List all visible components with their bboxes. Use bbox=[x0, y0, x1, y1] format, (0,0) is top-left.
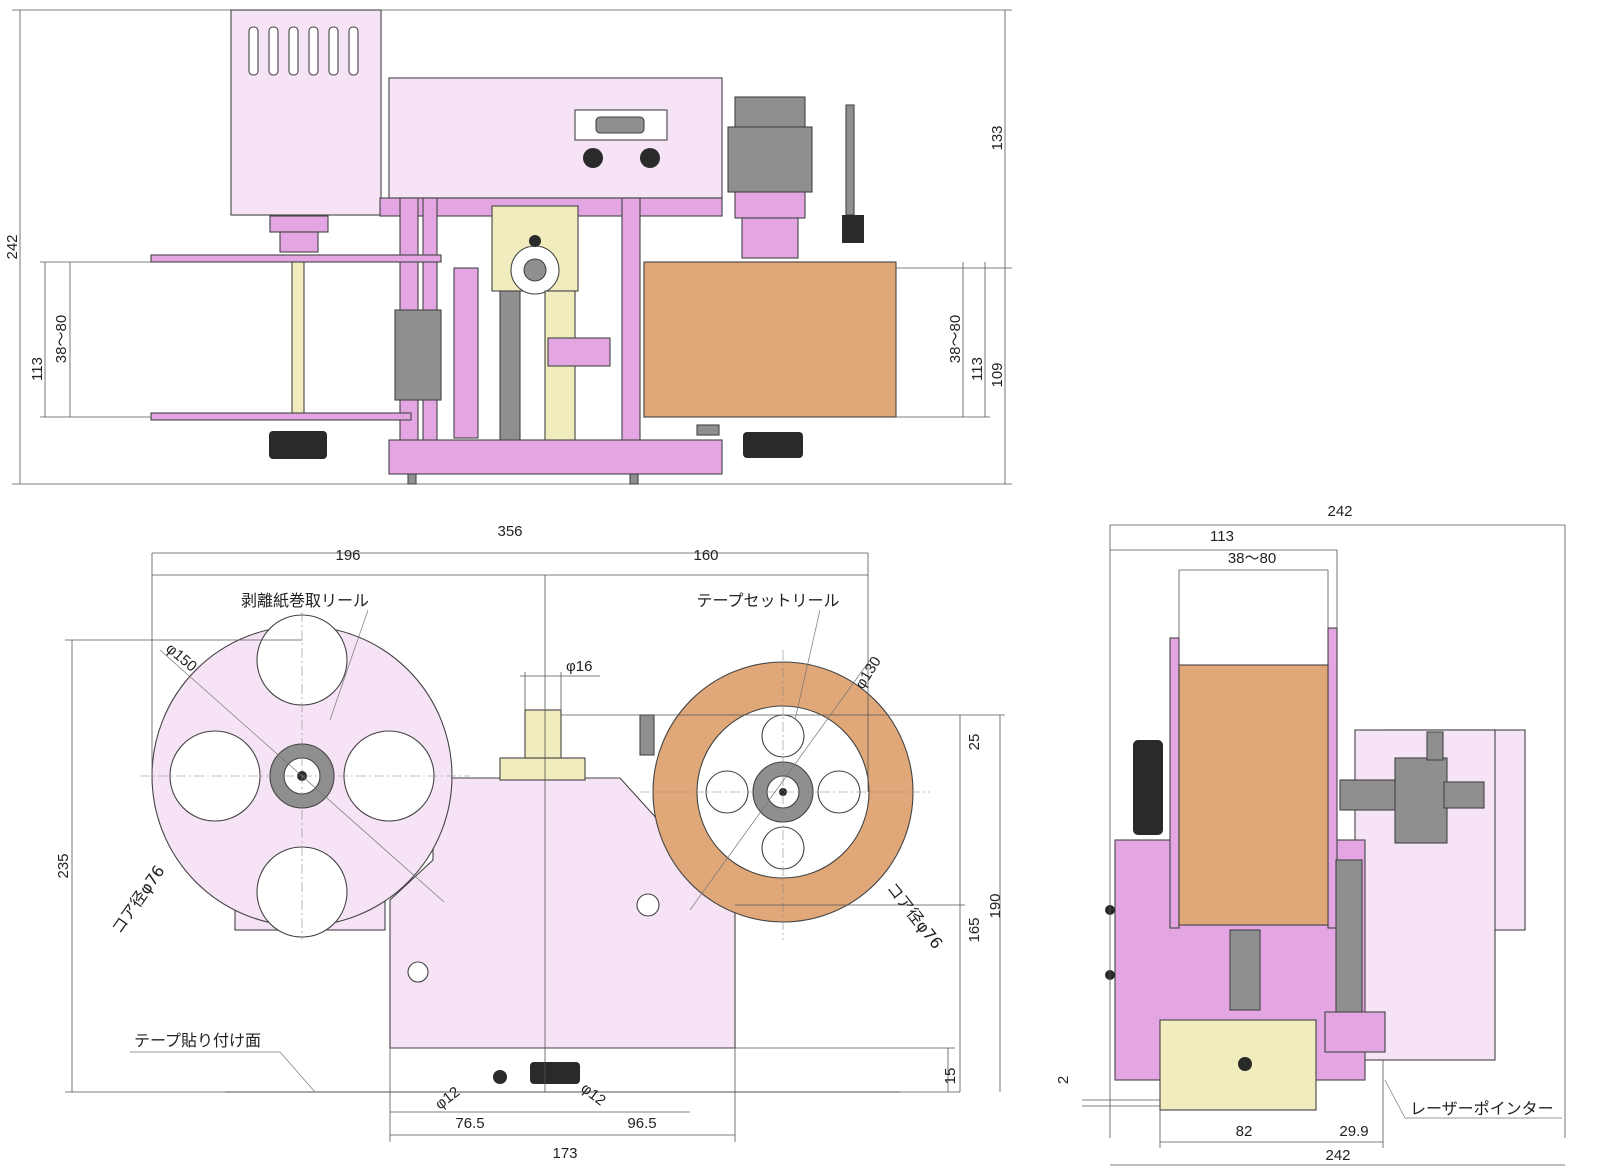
tape-set-reel bbox=[640, 650, 930, 940]
dim-front-173: 173 bbox=[552, 1145, 577, 1162]
tape-roll bbox=[643, 261, 897, 418]
dim-front-235: 235 bbox=[55, 853, 72, 878]
reel-shaft bbox=[291, 261, 305, 414]
dim-front-15: 15 bbox=[942, 1068, 959, 1085]
guide-block bbox=[1159, 1019, 1317, 1111]
reel-flange-left bbox=[1169, 637, 1180, 929]
dim-front-dia130: φ130 bbox=[852, 654, 885, 692]
dim-side-82: 82 bbox=[1236, 1123, 1253, 1140]
knob-icon bbox=[269, 431, 327, 459]
label-tape-set-reel: テープセットリール bbox=[696, 591, 839, 610]
connector-icon bbox=[583, 148, 603, 168]
dim-front-160: 160 bbox=[693, 547, 718, 564]
brake-unit bbox=[1394, 757, 1448, 844]
vent-slots bbox=[248, 26, 359, 76]
control-box bbox=[388, 77, 723, 199]
reel-flange-top bbox=[150, 254, 442, 263]
dim-front-356: 356 bbox=[497, 523, 522, 540]
dim-side-242-top: 242 bbox=[1327, 503, 1352, 520]
dim-top-133: 133 bbox=[989, 125, 1006, 150]
front-view bbox=[65, 552, 1005, 1142]
dim-top-109: 109 bbox=[989, 362, 1006, 387]
dim-front-96-5: 96.5 bbox=[627, 1115, 656, 1132]
dim-top-range-right: 38～80 bbox=[947, 315, 964, 363]
label-laser-pointer: レーザーポインター bbox=[1410, 1099, 1554, 1118]
dim-front-165: 165 bbox=[966, 917, 983, 942]
dim-front-roller1: φ12 bbox=[432, 1083, 463, 1113]
connector-icon bbox=[640, 148, 660, 168]
dim-front-76-5: 76.5 bbox=[455, 1115, 484, 1132]
brake-unit bbox=[734, 96, 806, 128]
dim-side-29-9: 29.9 bbox=[1339, 1123, 1368, 1140]
dim-front-196: 196 bbox=[335, 547, 360, 564]
main-body bbox=[389, 777, 736, 1049]
base-plate bbox=[388, 439, 723, 475]
dim-front-dia150: φ150 bbox=[162, 640, 200, 675]
dim-front-190: 190 bbox=[987, 893, 1004, 918]
dim-side-2: 2 bbox=[1055, 1076, 1072, 1084]
knob-icon bbox=[1133, 740, 1163, 835]
dim-side-242-bottom: 242 bbox=[1325, 1147, 1350, 1164]
dim-top-range-left: 38～80 bbox=[53, 315, 70, 363]
reel-flange-bottom bbox=[150, 412, 412, 421]
dim-front-roller2: φ12 bbox=[578, 1080, 609, 1110]
side-view bbox=[1082, 524, 1566, 1166]
dim-front-25: 25 bbox=[966, 734, 983, 751]
label-core-dia-left: コア径φ76 bbox=[108, 862, 169, 938]
label-tape-surface: テープ貼り付け面 bbox=[134, 1031, 261, 1050]
dim-top-113-right: 113 bbox=[969, 357, 986, 381]
label-core-dia-right: コア径φ76 bbox=[883, 879, 947, 953]
air-cylinder bbox=[394, 309, 442, 401]
guide-pin bbox=[524, 709, 562, 759]
tape-roll bbox=[1178, 664, 1329, 926]
dim-side-113: 113 bbox=[1210, 528, 1234, 545]
dim-front-dia16: φ16 bbox=[566, 658, 592, 675]
label-liner-rewind-reel: 剥離紙巻取リール bbox=[241, 591, 369, 610]
guide-block bbox=[499, 757, 586, 781]
knob-icon bbox=[743, 432, 803, 458]
top-view bbox=[12, 9, 1012, 485]
dim-top-113-left: 113 bbox=[29, 357, 46, 381]
dim-top-242: 242 bbox=[4, 234, 21, 259]
dim-side-range: 38～80 bbox=[1228, 550, 1276, 567]
